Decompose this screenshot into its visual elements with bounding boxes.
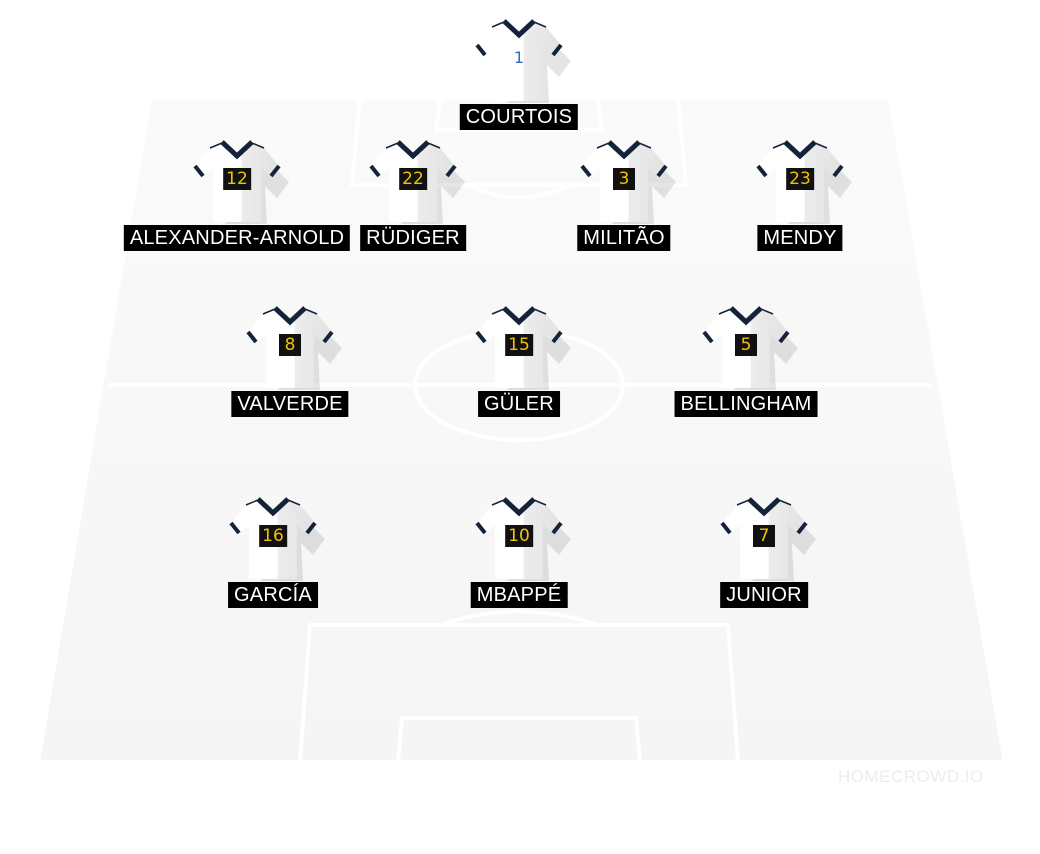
player-number: 12 [223, 168, 251, 190]
player-number: 15 [505, 334, 533, 356]
player-number: 5 [735, 334, 757, 356]
player-midfielder[interactable]: 15 GÜLER [389, 304, 649, 434]
top-penalty-arc [467, 183, 571, 200]
player-number: 7 [753, 525, 775, 547]
player-defender[interactable]: 22 RÜDIGER [283, 138, 543, 268]
bottom-penalty-box [298, 623, 740, 763]
player-number: 23 [786, 168, 814, 190]
player-name: BELLINGHAM [674, 391, 818, 417]
player-number: 22 [399, 168, 427, 190]
player-defender[interactable]: 23 MENDY [670, 138, 930, 268]
player-name: MILITÃO [577, 225, 671, 251]
player-name: GÜLER [478, 391, 560, 417]
player-name: MENDY [757, 225, 843, 251]
player-name: MBAPPÉ [470, 582, 568, 608]
player-defender[interactable]: 3 MILITÃO [494, 138, 754, 268]
player-defender[interactable]: 12 ALEXANDER-ARNOLD [107, 138, 367, 268]
top-penalty-box [349, 97, 689, 187]
player-number: 8 [279, 334, 301, 356]
player-forward[interactable]: 10 MBAPPÉ [389, 495, 649, 625]
player-midfielder[interactable]: 8 VALVERDE [160, 304, 420, 434]
player-name: VALVERDE [231, 391, 349, 417]
player-number: 3 [613, 168, 635, 190]
bottom-goal-box [396, 716, 642, 763]
pitch-outline [35, 96, 1008, 764]
player-name: RÜDIGER [360, 225, 466, 251]
player-goalkeeper[interactable]: 1 COURTOIS [389, 17, 649, 147]
player-number: 16 [259, 525, 287, 547]
bottom-penalty-arc [439, 609, 599, 627]
player-number: 10 [505, 525, 533, 547]
watermark-logo: HOMECROWD.IO [838, 767, 984, 786]
player-forward[interactable]: 7 JUNIOR [634, 495, 894, 625]
player-name: JUNIOR [720, 582, 808, 608]
player-number: 1 [513, 48, 525, 67]
player-name: GARCÍA [228, 582, 318, 608]
player-name: COURTOIS [459, 104, 579, 130]
player-forward[interactable]: 16 GARCÍA [143, 495, 403, 625]
player-name: ALEXANDER-ARNOLD [123, 225, 351, 251]
player-midfielder[interactable]: 5 BELLINGHAM [616, 304, 876, 434]
top-goal-box [433, 97, 605, 132]
jersey-icon [459, 17, 579, 107]
